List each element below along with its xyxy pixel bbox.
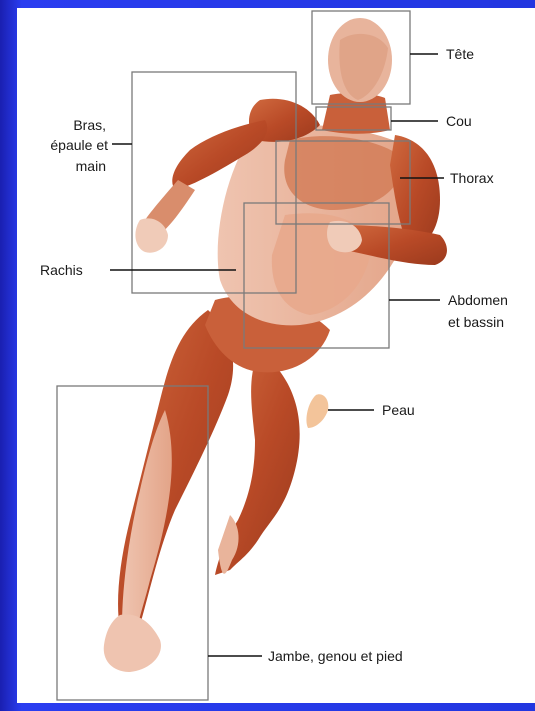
back-foot [218,515,239,574]
label-abdomen-1: Abdomen [448,291,508,309]
label-tete: Tête [446,45,474,63]
label-rachis: Rachis [40,261,83,279]
front-foot [104,614,161,672]
label-abdomen-2: et bassin [448,313,504,331]
label-jambe: Jambe, genou et pied [268,647,403,665]
label-bras-1: Bras, [20,116,106,134]
label-cou: Cou [446,112,472,130]
label-bras-2: épaule et [18,136,108,154]
muscle-figure [104,18,447,672]
label-thorax: Thorax [450,169,494,187]
skin-patch [306,394,328,428]
label-peau: Peau [382,401,415,419]
label-bras-3: main [20,157,106,175]
